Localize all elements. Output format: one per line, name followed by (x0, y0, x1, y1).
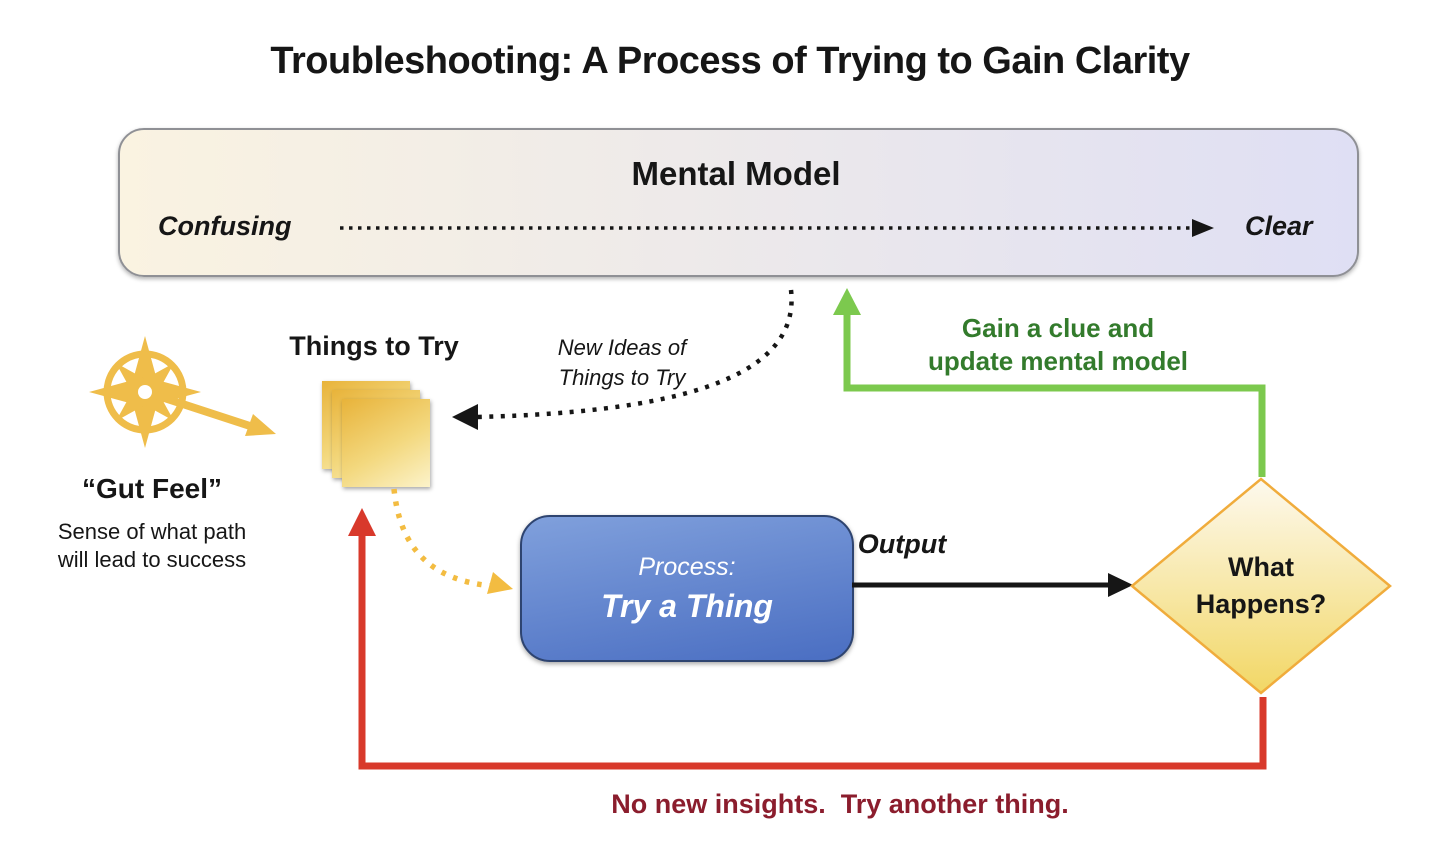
process-label: Try a Thing (601, 587, 773, 624)
output-label: Output (857, 529, 947, 559)
clear-label: Clear (1245, 211, 1313, 241)
sticky-note (342, 399, 430, 487)
gut-feel-arrow (150, 390, 276, 436)
mental-model-box (118, 128, 1359, 277)
mental-model-title: Mental Model (631, 155, 841, 192)
process-prefix: Process: (638, 552, 736, 581)
gut-feel-label: “Gut Feel” (81, 473, 223, 504)
decision-label: What Happens? (1195, 552, 1327, 619)
things-to-try-label: Things to Try (289, 331, 459, 361)
compass-icon (89, 336, 276, 448)
page-title: Troubleshooting: A Process of Trying to … (270, 40, 1190, 82)
gain-clue-label: Gain a clue and update mental model (927, 313, 1189, 376)
no-insights-label: No new insights. Try another thing. (611, 789, 1069, 819)
try-a-thing-arrow (391, 488, 513, 594)
confusing-label: Confusing (158, 211, 292, 241)
gut-feel-description: Sense of what path will lead to success (57, 519, 247, 572)
output-arrow (852, 573, 1133, 597)
new-ideas-label: New Ideas of Things to Try (557, 335, 687, 390)
process-box: Process: Try a Thing (520, 515, 854, 662)
